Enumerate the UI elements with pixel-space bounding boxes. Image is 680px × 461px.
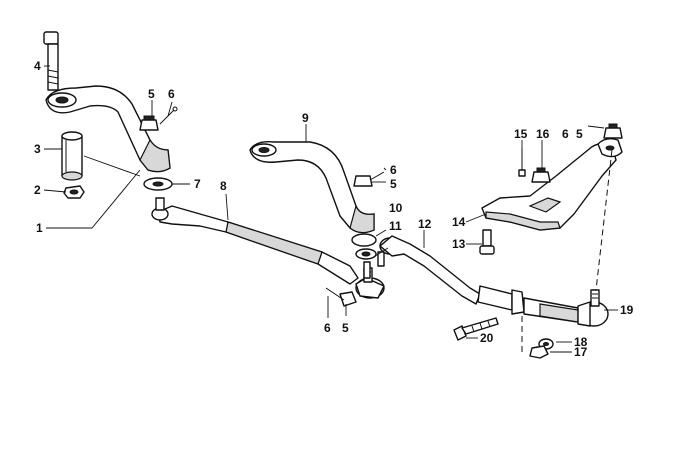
callout-16: 16 [536,127,550,141]
callout-13: 13 [452,237,466,251]
cotter-pin-part-6 [159,106,178,125]
castle-nut-part-5-right [603,123,623,139]
nut-part-2 [63,185,85,199]
ball-stud-part-11 [363,261,371,279]
callout-6-center: 6 [390,163,397,177]
steering-arm-part-14 [481,137,623,231]
pitman-arm-part-9 [249,140,375,234]
callout-5-center: 5 [390,177,397,191]
callout-19: 19 [620,303,634,317]
callout-7: 7 [194,177,201,191]
callout-9: 9 [302,111,309,125]
callout-8: 8 [220,179,227,193]
axis-line-right [595,149,613,291]
outer-ball-joint-part-19 [577,289,609,327]
bolt-part-4 [43,31,59,91]
washer-part-10 [351,233,377,260]
nut-part-17 [529,345,549,359]
callout-6-lower: 6 [324,321,331,335]
bolt-part-15 [518,148,526,177]
callout-15: 15 [514,127,528,141]
castle-nut-part-5-lower [339,291,357,307]
callout-20: 20 [480,331,494,345]
callout-3: 3 [34,142,41,156]
castle-nut-part-5-center [353,175,373,187]
callout-6-top-left: 6 [168,87,175,101]
callout-10: 10 [389,201,403,215]
cotter-pin-part-6-center [369,171,385,181]
callout-14: 14 [452,215,466,229]
callout-5-lower: 5 [342,321,349,335]
side-tie-rod-part-12 [377,235,579,323]
callout-11: 11 [389,219,402,233]
bushing-part-3 [61,131,83,181]
callout-6-right: 6 [562,127,569,141]
cotter-pin-part-6-right [587,125,605,129]
leader-lines [43,65,618,353]
callout-5-top-left: 5 [148,87,155,101]
callout-1: 1 [36,221,43,235]
clamp-bolt-part-20 [453,317,499,341]
castle-nut-part-5 [139,115,159,131]
idler-arm-part-1 [45,85,171,173]
callout-18: 18 [574,335,588,349]
callout-4: 4 [34,59,41,73]
callout-17: 17 [574,345,588,359]
cotter-pin-part-6-lower [325,287,345,301]
bolt-part-13 [479,229,495,255]
callout-labels: 4 3 2 1 5 6 7 8 9 6 5 10 11 12 6 5 15 16… [34,59,634,359]
nut-part-16 [531,167,551,183]
callout-5-right: 5 [576,127,583,141]
callout-12: 12 [418,217,432,231]
callout-2: 2 [34,183,41,197]
washer-part-7 [143,177,173,191]
